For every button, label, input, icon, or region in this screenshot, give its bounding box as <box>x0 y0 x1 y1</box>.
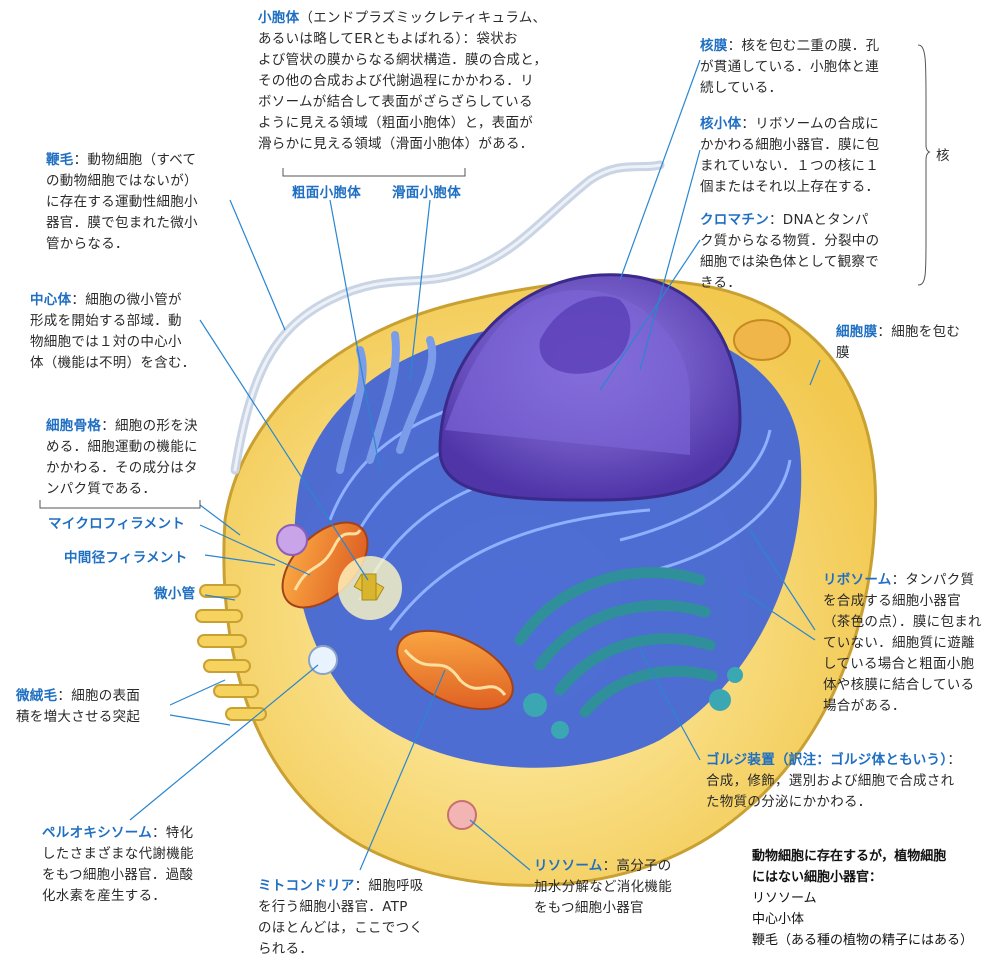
label-lysosome-title: リソソーム <box>534 858 603 874</box>
bracket-cytoskeleton <box>39 500 201 509</box>
label-er: 小胞体（エンドプラズミックレティキュラム、 あるいは略してERともよばれる）：袋… <box>258 8 547 155</box>
label-rough-er: 粗面小胞体 <box>292 185 361 201</box>
label-cytoskeleton-title: 細胞骨格 <box>46 418 102 434</box>
label-plasma-membrane-title: 細胞膜 <box>836 324 878 340</box>
label-lysosome: リソソーム：高分子の 加水分解など消化機能 をもつ細胞小器官 <box>534 856 672 919</box>
label-ribosome: リボソーム：タンパク質 を合成する細胞小器官 （茶色の点）．膜に包まれ ていない… <box>823 570 982 717</box>
label-microvilli-desc: ：細胞の表面 積を増大させる突起 <box>16 688 141 725</box>
label-er-title: 小胞体 <box>258 10 300 26</box>
nucleus <box>438 273 742 502</box>
label-peroxisome-title: ペルオキシソーム <box>42 825 152 841</box>
lysosome <box>447 800 477 830</box>
label-nucleolus: 核小体：リボソームの合成に かかわる細胞小器官．膜に包 まれていない．１つの核に… <box>700 114 879 198</box>
label-chromatin-title: クロマチン <box>700 212 769 228</box>
label-ribosome-title: リボソーム <box>823 572 892 588</box>
label-lysosome-desc: ：高分子の 加水分解など消化機能 をもつ細胞小器官 <box>534 858 672 916</box>
leader-lines <box>129 59 821 871</box>
label-mitochondria-desc: ：細胞呼吸 を行う細胞小器官．ATP のほとんどは，ここでつく られる． <box>258 878 424 957</box>
label-flagellum-desc: ：動物細胞（すべて の動物細胞ではないが） に存在する運動性細胞小 器官．膜で包… <box>46 152 198 252</box>
note-item: 中心小体 <box>752 912 805 927</box>
label-er-desc: （エンドプラズミックレティキュラム、 あるいは略してERともよばれる）：袋状お … <box>258 10 548 152</box>
label-smooth-er: 滑面小胞体 <box>392 185 461 201</box>
golgi-apparatus <box>514 567 718 718</box>
label-microvilli: 微絨毛：細胞の表面 積を増大させる突起 <box>16 686 140 728</box>
label-nuclear-envelope-title: 核膜 <box>700 38 728 54</box>
bracket-er <box>282 168 466 177</box>
label-centrosome-title: 中心体 <box>30 292 72 308</box>
label-chromatin: クロマチン：DNAとタンパ ク質からなる物質．分裂中の 細胞では染色体として観察… <box>700 210 879 294</box>
label-ribosome-desc: ：タンパク質 を合成する細胞小器官 （茶色の点）．膜に包まれ ていない．細胞質に… <box>823 572 982 714</box>
label-nucleolus-desc: ：リボソームの合成に かかわる細胞小器官．膜に包 まれていない．１つの核に１ 個… <box>700 116 880 195</box>
mitochondrion-2 <box>396 629 514 711</box>
golgi-vesicles <box>523 667 743 739</box>
label-plasma-membrane: 細胞膜：細胞を包む 膜 <box>836 322 960 364</box>
note-heading: 動物細胞に存在するが，植物細胞 にはない細胞小器官： <box>752 849 947 885</box>
label-intermediate-filament: 中間径フィラメント <box>64 550 188 566</box>
label-cytoskeleton-desc: ：細胞の形を決 める．細胞運動の機能に かかわる．その成分はタ ンパク質である． <box>46 418 198 497</box>
vesicle <box>276 524 308 556</box>
label-mitochondria: ミトコンドリア：細胞呼吸 を行う細胞小器官．ATP のほとんどは，ここでつく ら… <box>258 876 424 960</box>
microvilli <box>195 584 267 721</box>
label-microfilament: マイクロフィラメント <box>48 516 186 532</box>
label-plasma-membrane-desc: ：細胞を包む 膜 <box>836 324 961 361</box>
note-item: リソソーム <box>752 891 817 906</box>
label-flagellum-title: 鞭毛 <box>46 152 74 168</box>
label-nucleus-group: 核 <box>936 148 950 164</box>
animal-only-organelles-note: 動物細胞に存在するが，植物細胞 にはない細胞小器官： リソソーム 中心小体 鞭毛… <box>752 846 973 951</box>
note-item: 鞭毛（ある種の植物の精子にはある） <box>752 933 974 948</box>
label-centrosome-desc: ：細胞の微小管が 形成を開始する部域．動 物細胞では１対の中心小 体（機能は不明… <box>30 292 196 371</box>
nucleolus <box>539 296 631 374</box>
label-mitochondria-title: ミトコンドリア <box>258 878 355 894</box>
label-golgi: ゴルジ装置（訳注：ゴルジ体ともいう）： 合成，修飾，選別および細胞で合成され た… <box>706 750 961 813</box>
bracket-nucleus <box>917 44 931 286</box>
label-microvilli-title: 微絨毛 <box>16 688 58 704</box>
label-golgi-desc: ： 合成，修飾，選別および細胞で合成され た物質の分泌にかかわる． <box>706 752 962 810</box>
label-nuclear-envelope-desc: ：核を包む二重の膜．孔 が貫通している．小胞体と連 続している． <box>700 38 880 96</box>
label-cytoskeleton: 細胞骨格：細胞の形を決 める．細胞運動の機能に かかわる．その成分はタ ンパク質… <box>46 416 198 500</box>
peroxisome <box>308 645 338 675</box>
label-peroxisome-desc: ：特化 したさまざまな代謝機能 をもつ細胞小器官．過酸 化水素を産生する． <box>42 825 194 904</box>
label-golgi-title: ゴルジ装置（訳注：ゴルジ体ともいう） <box>706 752 948 768</box>
label-nuclear-envelope: 核膜：核を包む二重の膜．孔 が貫通している．小胞体と連 続している． <box>700 36 879 99</box>
centrosome <box>338 556 402 620</box>
label-peroxisome: ペルオキシソーム：特化 したさまざまな代謝機能 をもつ細胞小器官．過酸 化水素を… <box>42 823 194 907</box>
label-flagellum: 鞭毛：動物細胞（すべて の動物細胞ではないが） に存在する運動性細胞小 器官．膜… <box>46 150 198 255</box>
label-centrosome: 中心体：細胞の微小管が 形成を開始する部域．動 物細胞では１対の中心小 体（機能… <box>30 290 196 374</box>
lipid-vesicle <box>733 319 791 361</box>
label-chromatin-desc: ：DNAとタンパ ク質からなる物質．分裂中の 細胞では染色体として観察で きる． <box>700 212 880 291</box>
label-nucleolus-title: 核小体 <box>700 116 742 132</box>
label-microtubule: 微小管 <box>154 586 196 602</box>
